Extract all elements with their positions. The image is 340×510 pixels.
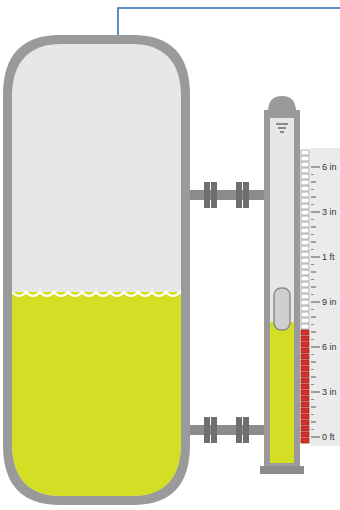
scale-label: 0 ft <box>322 432 335 442</box>
scale-label: 6 in <box>322 342 337 352</box>
upper-nozzle <box>190 182 264 208</box>
signal-line <box>118 8 340 36</box>
scale-label: 1 ft <box>322 252 335 262</box>
scale-label: 3 in <box>322 387 337 397</box>
scale-label: 6 in <box>322 162 337 172</box>
scale-panel <box>310 148 340 446</box>
tank-liquid <box>0 292 200 510</box>
lower-nozzle <box>190 417 264 443</box>
scale-label: 3 in <box>322 207 337 217</box>
liquid-surface <box>12 292 194 296</box>
scale-label: 9 in <box>322 297 337 307</box>
indicator-flags <box>301 150 309 443</box>
gauge-chamber <box>260 96 304 474</box>
scale-ticks <box>311 167 320 437</box>
